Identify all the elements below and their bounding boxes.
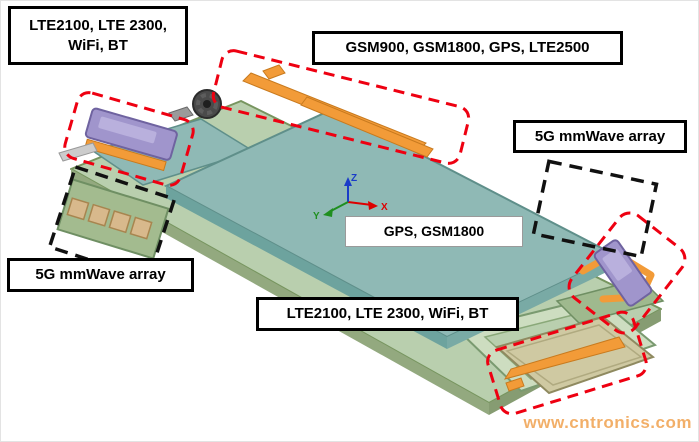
top-antenna-tab xyxy=(262,64,286,80)
axis-y-arrow xyxy=(323,208,333,217)
highlight-top-antenna xyxy=(211,49,471,165)
watermark-text: www.cntronics.com xyxy=(523,413,692,432)
chip-component xyxy=(168,106,194,122)
left-antenna-orange-strip xyxy=(84,138,167,172)
highlight-right-connector xyxy=(567,211,687,335)
callout-mmwave-right: 5G mmWave array xyxy=(513,120,687,153)
fan-hub xyxy=(203,100,211,108)
callout-lte-bottom: LTE2100, LTE 2300, WiFi, BT xyxy=(256,297,519,331)
callout-gsm-top: GSM900, GSM1800, GPS, LTE2500 xyxy=(312,31,623,65)
top-antenna-trace-2 xyxy=(300,96,434,158)
callout-gps-center: GPS, GSM1800 xyxy=(345,216,523,247)
right-purple-connector-inner xyxy=(602,248,632,281)
mmwave-patch-3 xyxy=(108,210,132,234)
axis-z-arrow xyxy=(344,177,352,186)
phone-chassis-side-left xyxy=(71,169,489,415)
axis-triad: X Z Y xyxy=(313,173,388,222)
bottom-antenna-trace xyxy=(503,336,626,380)
left-antenna-module-inner xyxy=(98,116,157,144)
axis-x-arrow xyxy=(368,201,378,210)
bottom-sub-board-inner xyxy=(505,324,643,386)
axis-y-label: Y xyxy=(313,211,320,222)
callout-lte-top-left: LTE2100, LTE 2300, WiFi, BT xyxy=(8,6,188,65)
highlight-bottom-antenna xyxy=(486,310,648,416)
bottom-antenna-foot xyxy=(505,377,525,392)
callout-mmwave-left: 5G mmWave array xyxy=(7,258,194,292)
mmwave-patch-2 xyxy=(87,203,111,227)
axis-z-label: Z xyxy=(351,173,357,184)
fan-blades xyxy=(196,93,218,115)
mmwave-patch-1 xyxy=(66,197,90,221)
highlight-left-antenna-module xyxy=(63,91,195,187)
axis-x-label: X xyxy=(381,202,388,213)
mmwave-patch-4 xyxy=(129,216,153,240)
